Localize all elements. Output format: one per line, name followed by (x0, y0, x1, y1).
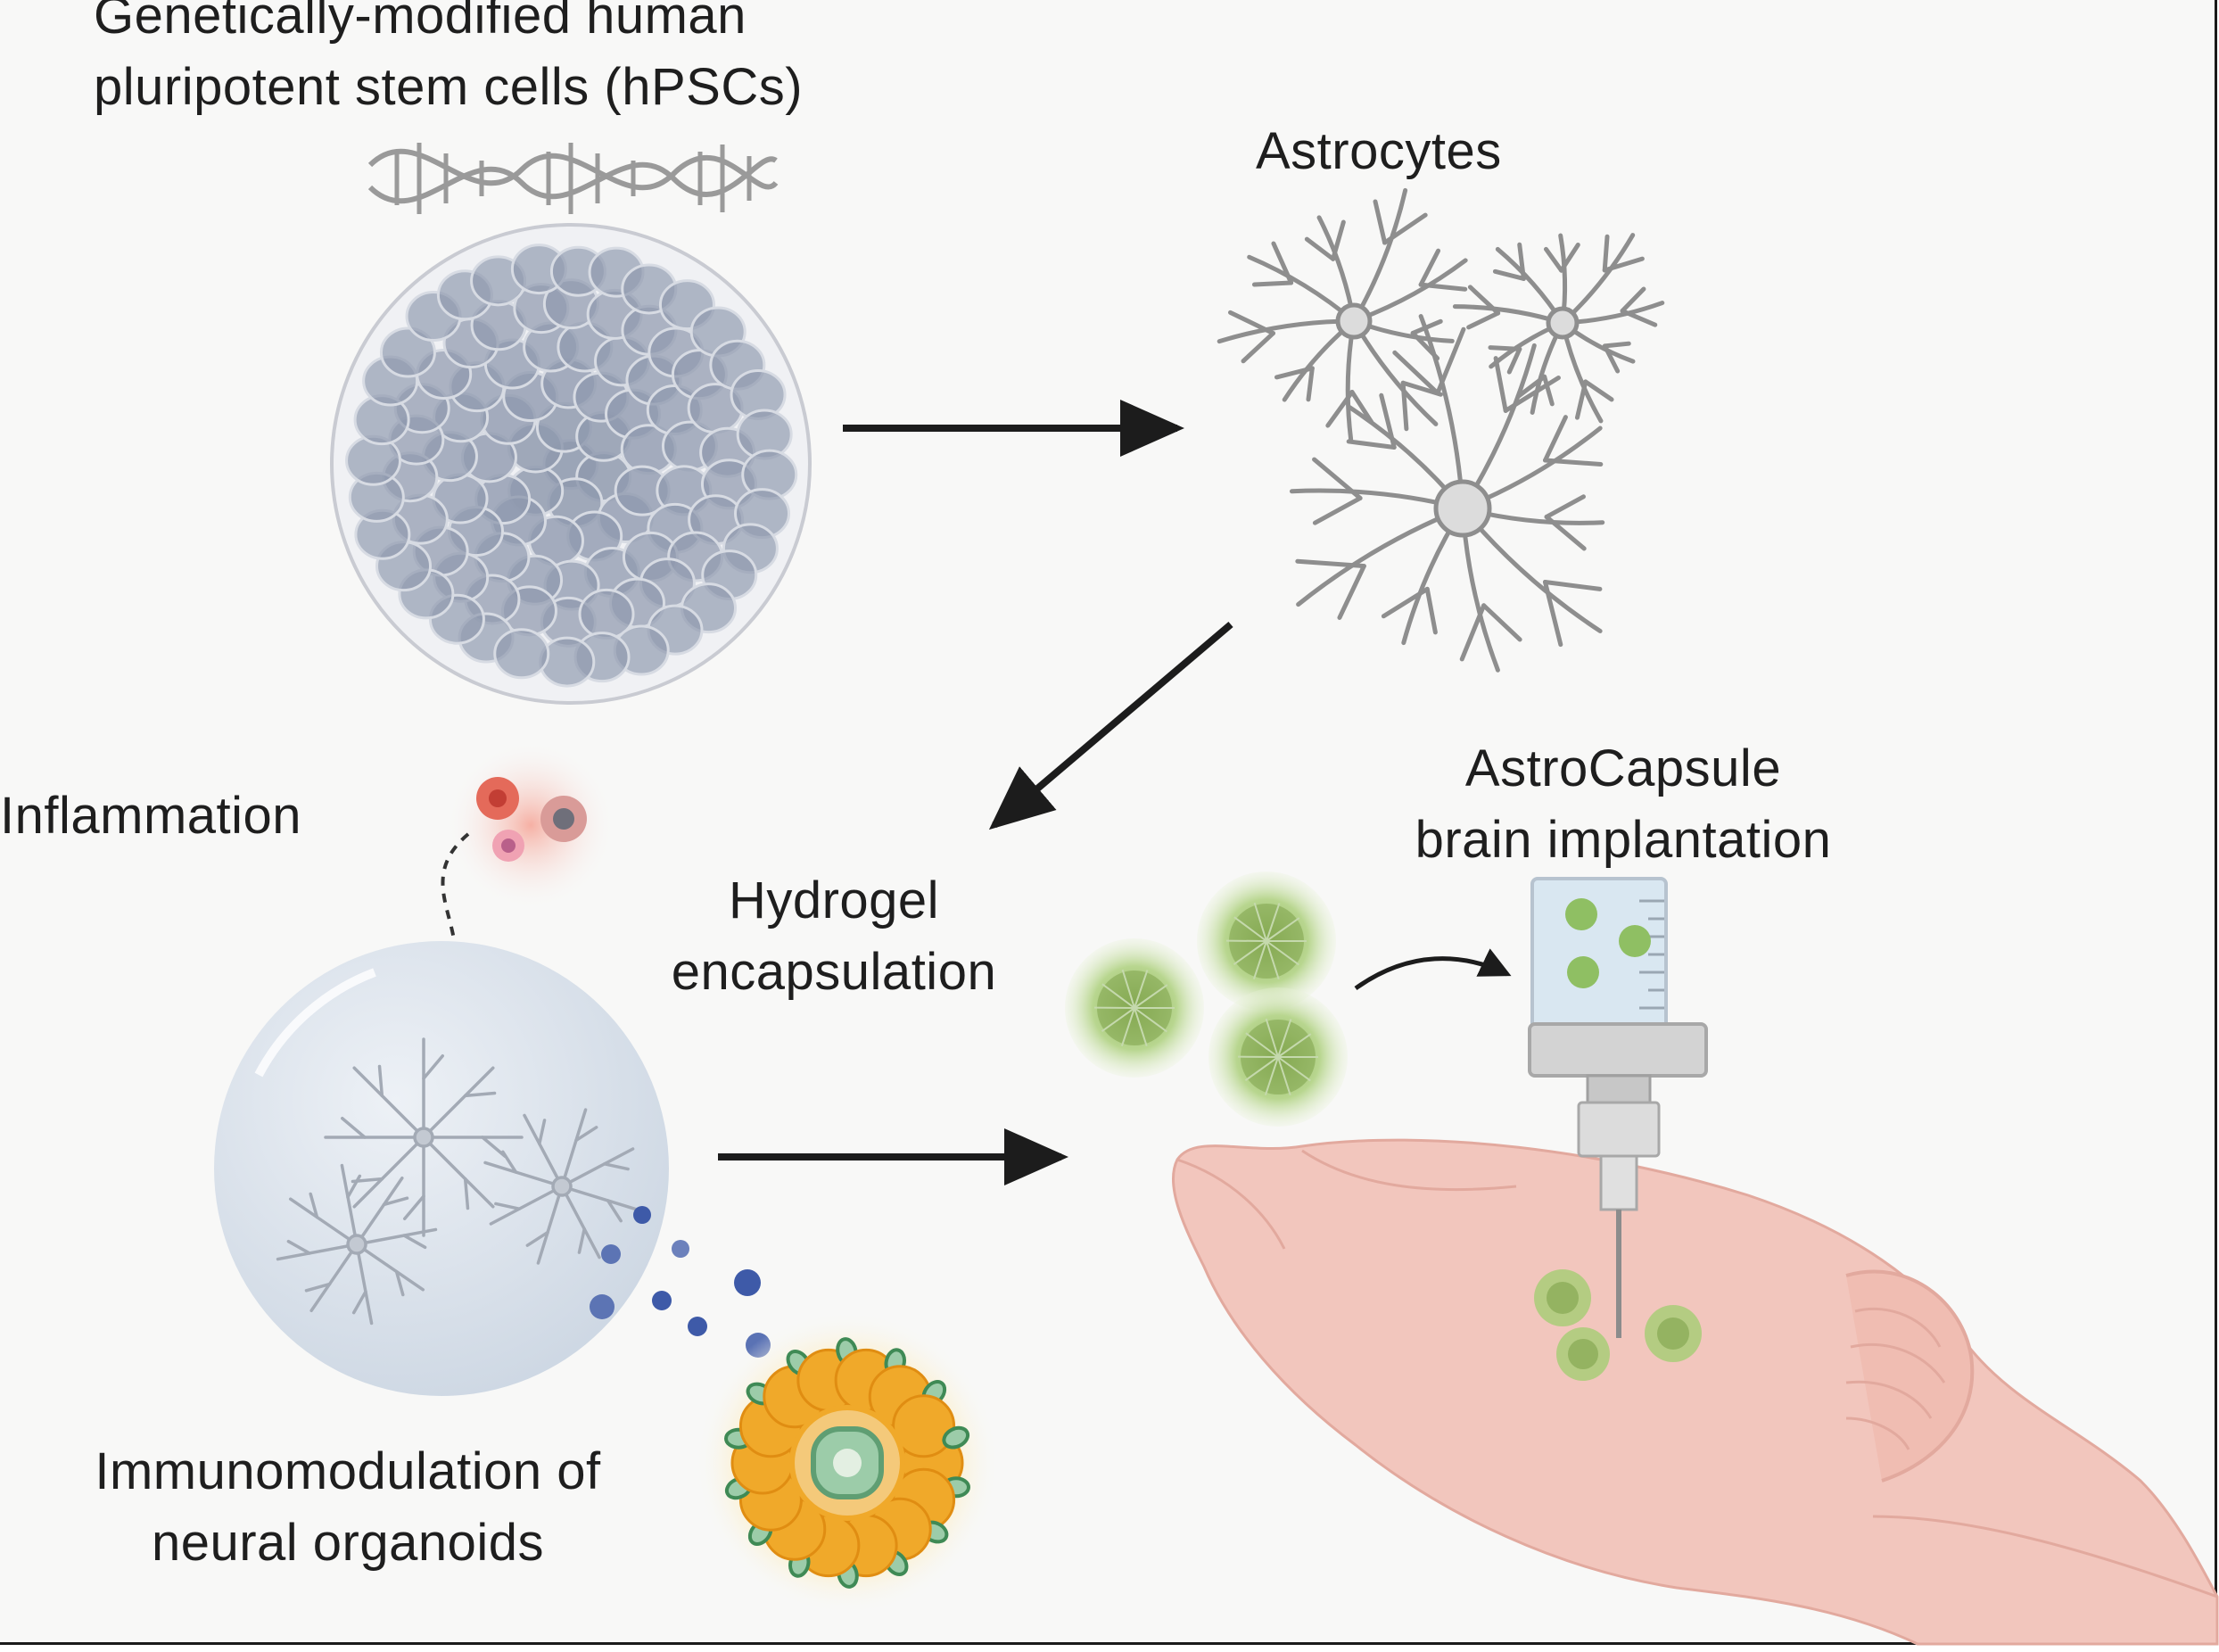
label-astrocapsule-line1: AstroCapsule (1464, 739, 1782, 797)
dna-helix-icon (367, 143, 779, 214)
label-hydrogel-line1: Hydrogel (728, 871, 940, 929)
label-astrocapsule-line2: brain implantation (1415, 811, 1832, 869)
label-inflammation: Inflammation (0, 787, 302, 845)
label-hpsc-line1: Genetically-modified human (94, 0, 747, 45)
hydrogel-capsule-icon (1065, 871, 1348, 1127)
astrocyte-cells-icon (1217, 187, 1665, 673)
label-immunomodulation-line1: Immunomodulation of (95, 1442, 601, 1500)
arrow-astrocytes-to-hydrogel (988, 621, 1233, 830)
label-astrocytes: Astrocytes (1256, 122, 1502, 180)
stem-cell (539, 636, 596, 688)
immunomodulated-organoid-icon (696, 1311, 999, 1615)
syringe-icon (1528, 877, 1708, 1338)
neural-organoid-sphere-icon (214, 941, 669, 1396)
label-hpsc: Genetically-modified human pluripotent s… (94, 0, 803, 123)
label-immunomodulation-line2: neural organoids (151, 1514, 545, 1572)
label-astrocapsule: AstroCapsule brain implantation (1311, 733, 1935, 876)
label-hydrogel: Hydrogel encapsulation (580, 865, 1088, 1008)
inflammatory-cells-icon (446, 740, 615, 910)
stem-cell-cluster-icon (330, 223, 812, 705)
label-hydrogel-line2: encapsulation (671, 943, 997, 1001)
arrow-capsules-to-syringe (1354, 948, 1512, 991)
label-hpsc-line2: pluripotent stem cells (hPSCs) (94, 58, 804, 116)
mouse-brain-icon (1172, 1138, 2219, 1646)
label-immunomodulation: Immunomodulation of neural organoids (0, 1436, 696, 1579)
stem-cell (379, 326, 436, 378)
stem-cell (493, 628, 550, 680)
